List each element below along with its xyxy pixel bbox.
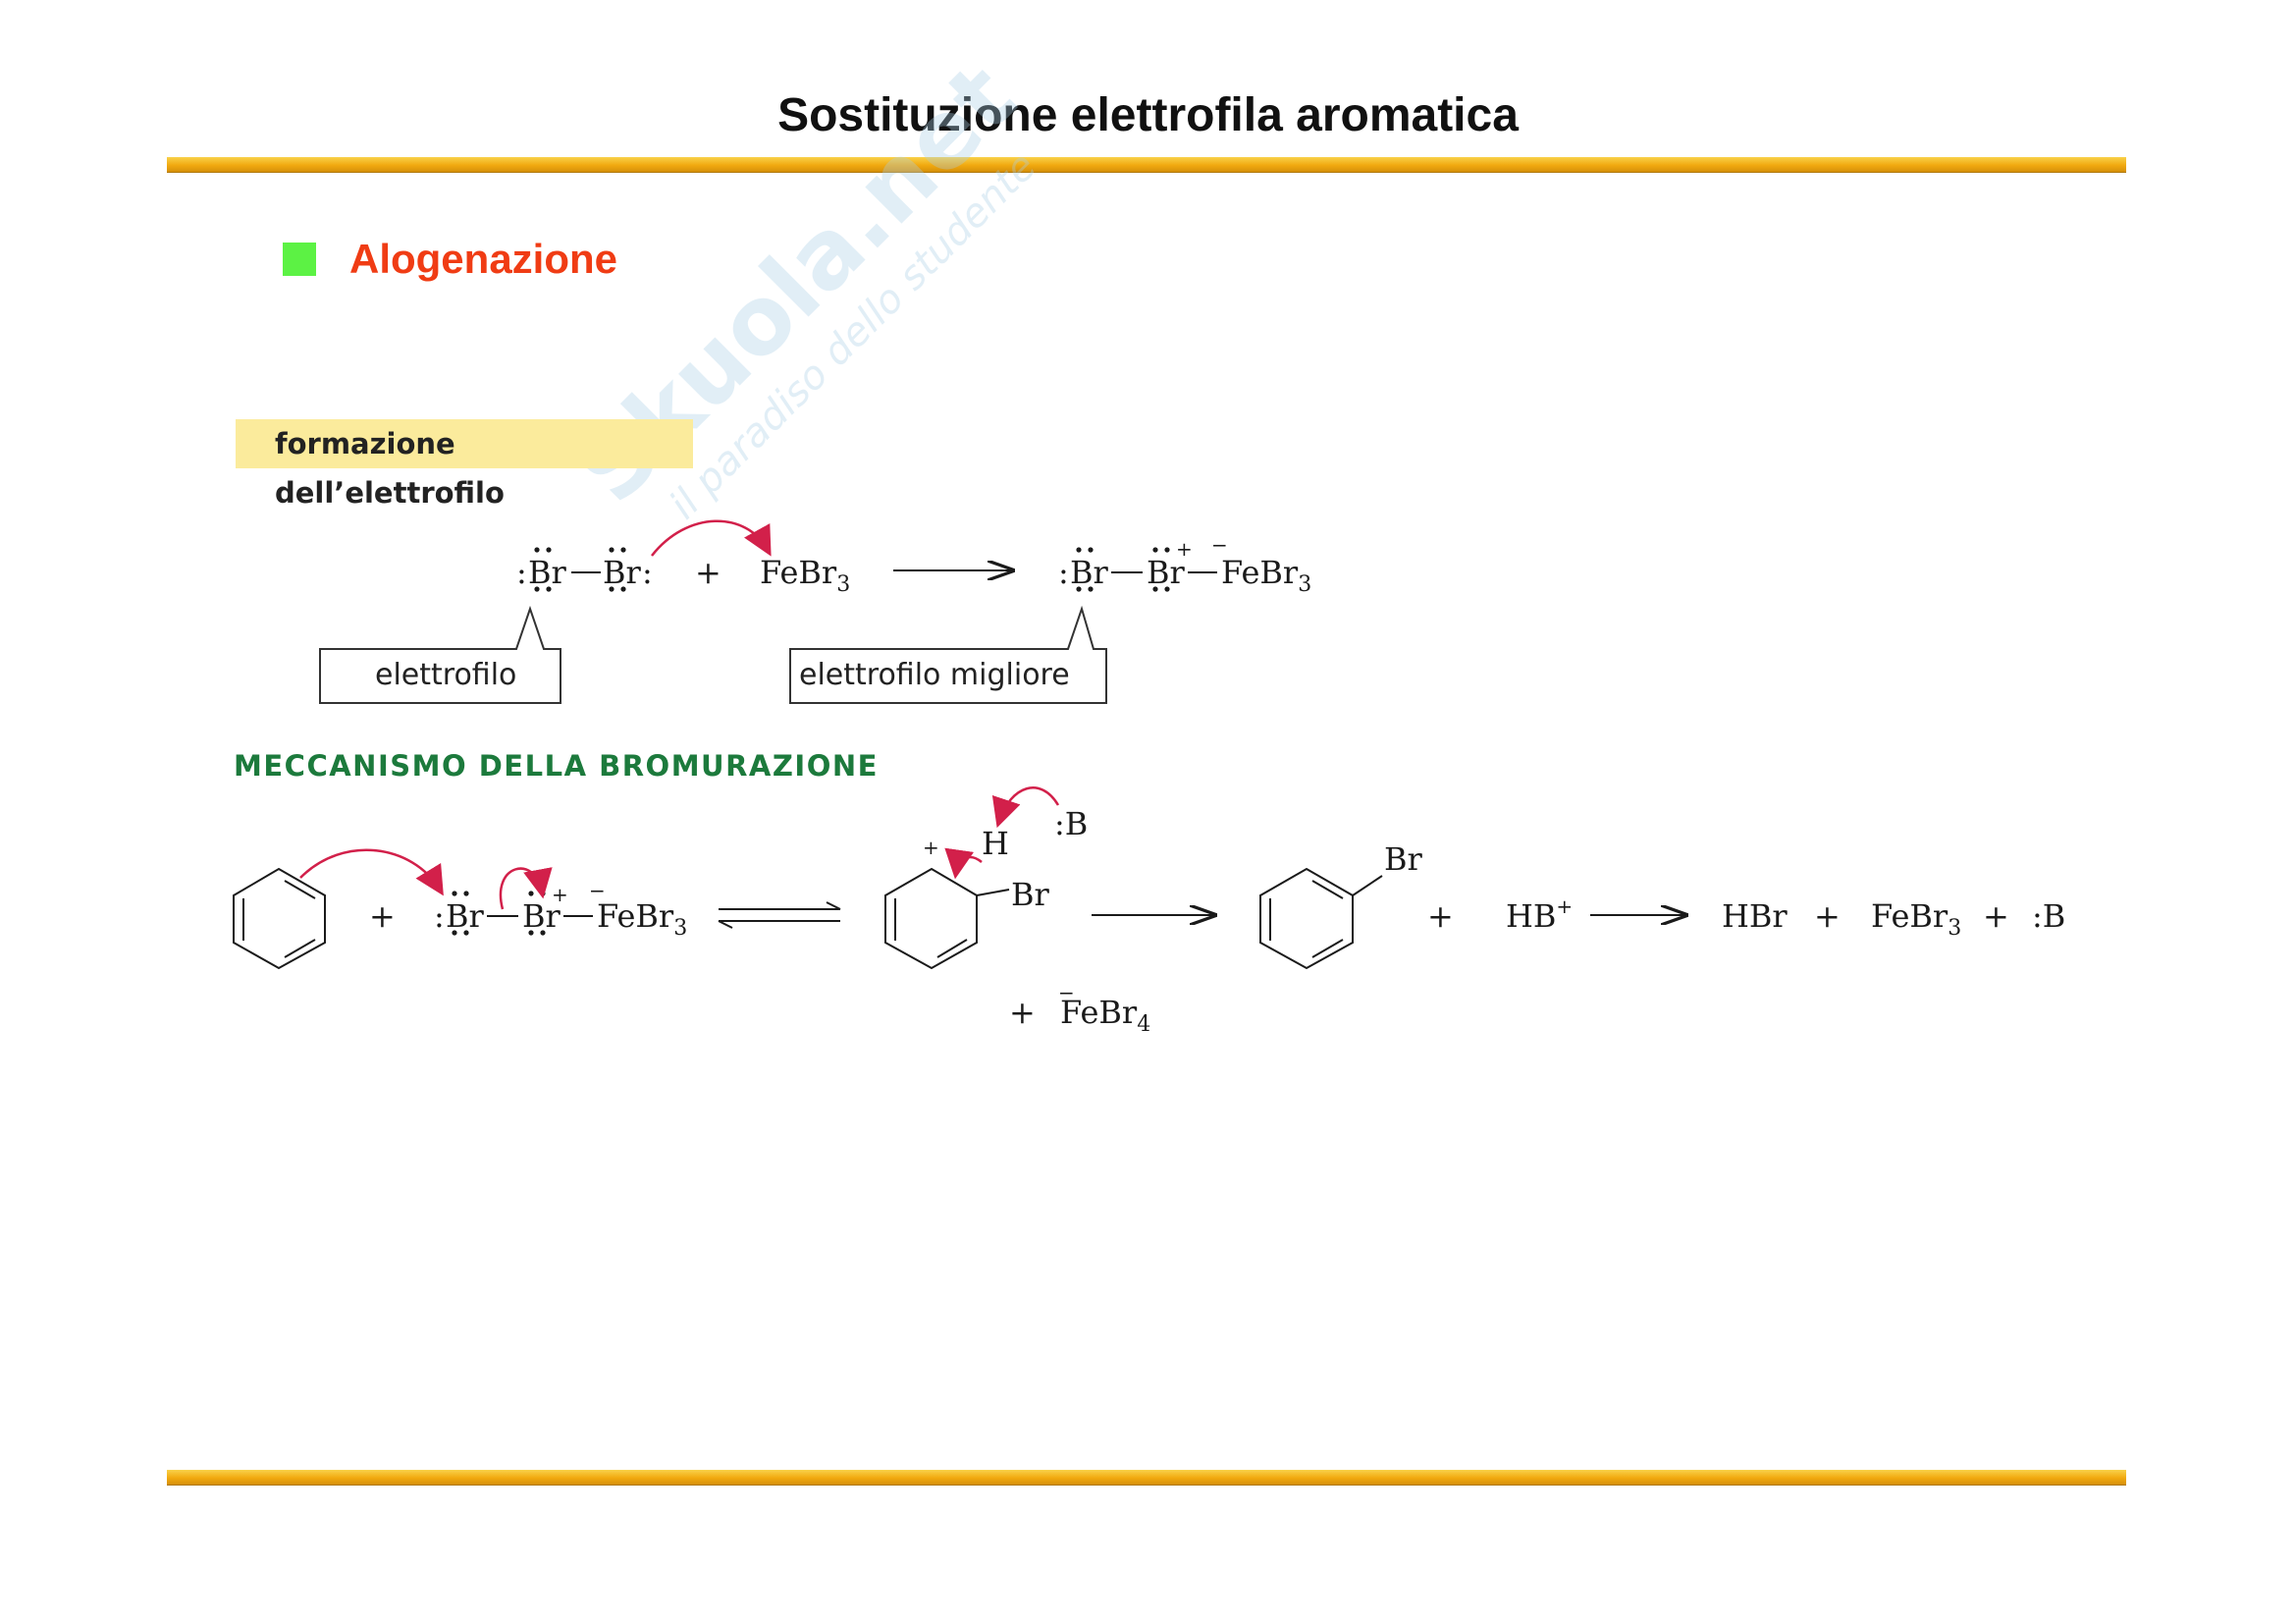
mech-br-2: Br	[522, 897, 561, 935]
sigma-h: H	[982, 825, 1009, 862]
formation-label: formazione dell’elettrofilo	[236, 419, 693, 510]
lone-pair-right: :	[642, 554, 653, 591]
electron-dots-br2	[534, 547, 626, 592]
curved-arrow-rearomatize	[944, 847, 983, 880]
callout-electrophile: elettrofilo	[319, 605, 561, 704]
febr3-final: FeBr3	[1871, 897, 1961, 941]
curved-arrow-deprotonation	[991, 786, 1060, 829]
febr3-product: FeBr3	[1221, 554, 1311, 597]
callout-better-text: elettrofilo migliore	[799, 658, 1070, 692]
atom-br-2: Br	[603, 554, 642, 591]
sigma-br: Br	[1011, 876, 1050, 913]
benzene-reactant	[233, 867, 326, 970]
febr4: FeBr4	[1060, 994, 1150, 1037]
hbr: HBr	[1722, 897, 1788, 935]
equilibrium-arrow	[718, 901, 841, 929]
febr4-charge: −	[1058, 981, 1075, 1004]
bromobenzene	[1259, 867, 1383, 970]
sigma-complex	[884, 867, 1010, 970]
mechanism-title: MECCANISMO DELLA BROMURAZIONE	[234, 749, 879, 783]
curved-arrow-bond-break	[499, 867, 553, 910]
plus-1: +	[695, 554, 721, 591]
lone-pair-mech: :	[434, 897, 445, 935]
section-heading: Alogenazione	[349, 236, 618, 282]
charge-plus: +	[1176, 537, 1193, 561]
callout-better-electrophile: elettrofilo migliore	[789, 605, 1107, 704]
plus-mech-3: +	[1814, 897, 1841, 935]
febr3-reactant: FeBr3	[760, 554, 850, 597]
product-br-2: Br	[1147, 554, 1186, 591]
plus-febr4: +	[1009, 994, 1036, 1031]
footer-divider	[167, 1470, 2126, 1486]
mech-febr3: FeBr3	[597, 897, 687, 941]
product-br-1: Br	[1070, 554, 1109, 591]
base-final: :B	[2032, 897, 2065, 935]
mech-charge-plus: +	[552, 883, 568, 906]
electron-dots-product	[1076, 547, 1170, 592]
curved-arrow-attack	[299, 848, 444, 896]
mechanism-reaction: + : Br Br + − FeBr3 + H	[233, 786, 2065, 1037]
plus-mech-2: +	[1427, 897, 1454, 935]
header-divider	[167, 157, 2126, 173]
bullet-square	[283, 243, 316, 276]
charge-minus: −	[1211, 533, 1228, 557]
page-title: Sostituzione elettrofila aromatica	[777, 89, 1519, 141]
lone-pair-product: :	[1058, 554, 1069, 591]
formation-reaction: : Br Br : + FeBr3 : Br Br + − FeBr3	[516, 519, 1311, 597]
mech-charge-minus: −	[589, 879, 606, 902]
base-b: :B	[1054, 805, 1088, 842]
curved-arrow-formation	[651, 519, 772, 557]
plus-mech-1: +	[369, 897, 396, 935]
hb-plus: HB+	[1506, 894, 1573, 935]
sigma-charge: +	[923, 836, 939, 859]
mech-br-1: Br	[446, 897, 485, 935]
atom-br-1: Br	[528, 554, 567, 591]
lone-pair-left: :	[516, 554, 527, 591]
bromobenzene-br: Br	[1384, 840, 1423, 878]
plus-mech-4: +	[1983, 897, 2009, 935]
callout-electrophile-text: elettrofilo	[375, 658, 516, 692]
